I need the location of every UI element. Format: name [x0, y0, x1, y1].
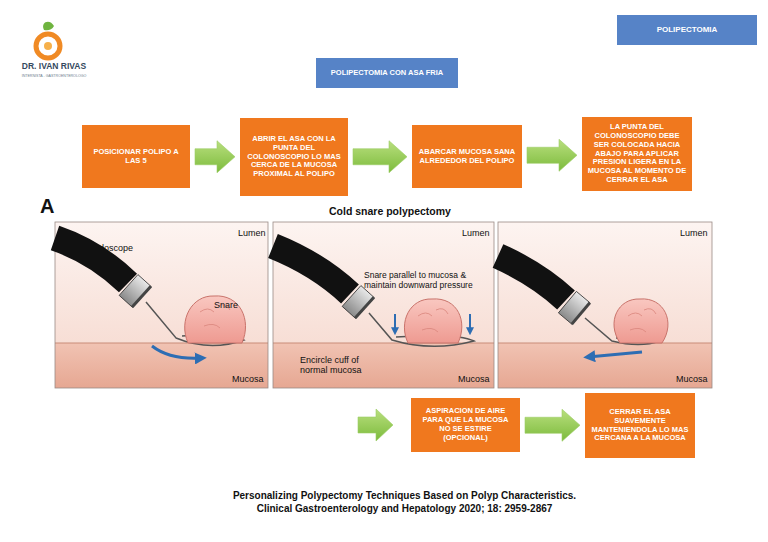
panel-letter: A	[40, 195, 70, 218]
logo-icon	[36, 22, 60, 58]
doctor-specialty: INTERNISTA - GASTROENTEROLOGO	[14, 74, 94, 78]
box-text: ASPIRACION DE AIRE PARA QUE LA MUCOSA NO…	[416, 407, 515, 442]
doctor-name: DR. IVAN RIVAS	[14, 62, 94, 72]
pressure-arrow	[469, 314, 471, 332]
mucosa-surface	[498, 342, 712, 343]
region-label: Lumen	[680, 228, 714, 238]
endoscope-tube	[498, 256, 566, 300]
step-box: CERRAR EL ASA SUAVEMENTE MANTENIENDOLA L…	[585, 393, 695, 458]
box-text: CERRAR EL ASA SUAVEMENTE MANTENIENDOLA L…	[590, 408, 690, 443]
title-box: POLIPECTOMIA CON ASA FRIA	[316, 58, 458, 88]
part-label: Snare	[214, 300, 254, 310]
step-box: LA PUNTA DEL COLONOSCOPIO DEBE SER COLOC…	[582, 117, 692, 191]
endoscope-tip	[558, 291, 591, 325]
motion-arrow	[588, 352, 642, 357]
step-box: ABRIR EL ASA CON LA PUNTA DEL COLONOSCOP…	[240, 118, 348, 196]
polyp-texture	[418, 309, 448, 332]
pressure-arrow	[394, 314, 396, 332]
illustration-panel	[273, 222, 494, 388]
flow-arrow	[358, 409, 393, 441]
region-label: Lumen	[238, 228, 272, 238]
figure-title: Cold snare polypectomy	[290, 205, 490, 217]
illustration-panel	[498, 222, 712, 388]
part-label: Endoscope	[88, 243, 158, 253]
polyp	[614, 299, 668, 343]
flow-arrow	[527, 139, 577, 171]
polyp-texture	[628, 309, 656, 332]
region-label: Mucosa	[676, 374, 716, 384]
instruction-label: Snare parallel to mucosa & maintain down…	[364, 271, 494, 291]
panel-border	[273, 222, 494, 388]
logo-dot	[44, 42, 52, 50]
tip-cylinder	[558, 291, 590, 324]
region-label: Mucosa	[232, 374, 272, 384]
illustration-panel	[55, 222, 268, 388]
box-text: POSICIONAR POLIPO A LAS 5	[87, 148, 185, 166]
panel-border	[498, 222, 712, 388]
step-box: ASPIRACION DE AIRE PARA QUE LA MUCOSA NO…	[411, 398, 520, 452]
box-text: POLIPECTOMIA	[657, 25, 718, 34]
reference-caption: Personalizing Polypectomy Techniques Bas…	[232, 490, 577, 515]
lumen-area	[55, 222, 268, 388]
box-text: ABARCAR MUCOSA SANA ALREDEDOR DEL POLIPO	[417, 148, 517, 166]
region-label: Lumen	[462, 228, 496, 238]
box-text: LA PUNTA DEL COLONOSCOPIO DEBE SER COLOC…	[587, 123, 687, 185]
lumen-area	[273, 222, 494, 388]
region-label: Mucosa	[458, 374, 498, 384]
flow-arrow	[353, 141, 407, 173]
box-text: ABRIR EL ASA CON LA PUNTA DEL COLONOSCOP…	[245, 135, 343, 179]
motion-arrow	[152, 346, 202, 358]
polyp	[404, 299, 461, 343]
logo-ring	[36, 34, 60, 58]
flow-arrow	[195, 141, 235, 173]
tip-face	[571, 302, 591, 325]
step-box: ABARCAR MUCOSA SANA ALREDEDOR DEL POLIPO	[412, 125, 522, 188]
endoscope-tube	[273, 246, 350, 294]
box-text: POLIPECTOMIA CON ASA FRIA	[331, 69, 443, 78]
title-box: POLIPECTOMIA	[617, 15, 757, 45]
lumen-area	[498, 222, 712, 388]
panel-border	[55, 222, 268, 388]
instruction-label: Encircle cuff of normal mucosa	[300, 355, 386, 376]
flow-arrow	[525, 409, 580, 441]
step-box: POSICIONAR POLIPO A LAS 5	[82, 125, 190, 188]
logo-leaf	[43, 22, 54, 31]
